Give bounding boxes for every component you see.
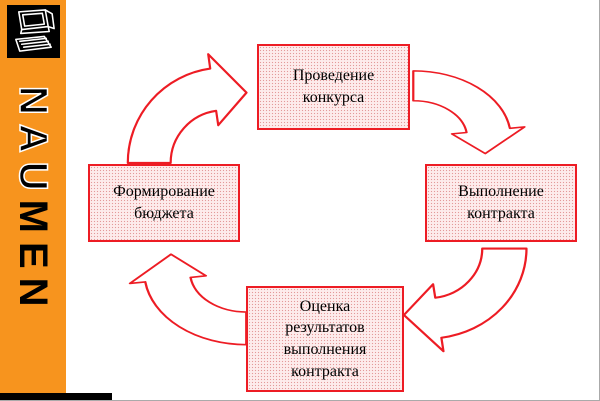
node-budget-formation: Формирование бюджета [88, 164, 240, 242]
arrow-tender-to-contract [412, 70, 526, 155]
logo-nau-text: NAU [10, 85, 56, 200]
node-results-evaluation: Оценка результатов выполнения контракта [246, 286, 404, 392]
node-contract-execution: Выполнение контракта [425, 164, 577, 242]
arrow-contract-to-evaluation [402, 247, 528, 353]
bottom-black-strip [0, 393, 112, 400]
computer-icon [7, 5, 60, 58]
logo-men-text: MEN [11, 199, 55, 316]
brand-sidebar: NAUMEN [0, 0, 66, 400]
node-tender: Проведение конкурса [257, 44, 410, 130]
arrow-evaluation-to-budget [128, 253, 248, 346]
naumen-logo: NAUMEN [10, 85, 56, 316]
arrow-budget-to-tender [126, 53, 248, 165]
